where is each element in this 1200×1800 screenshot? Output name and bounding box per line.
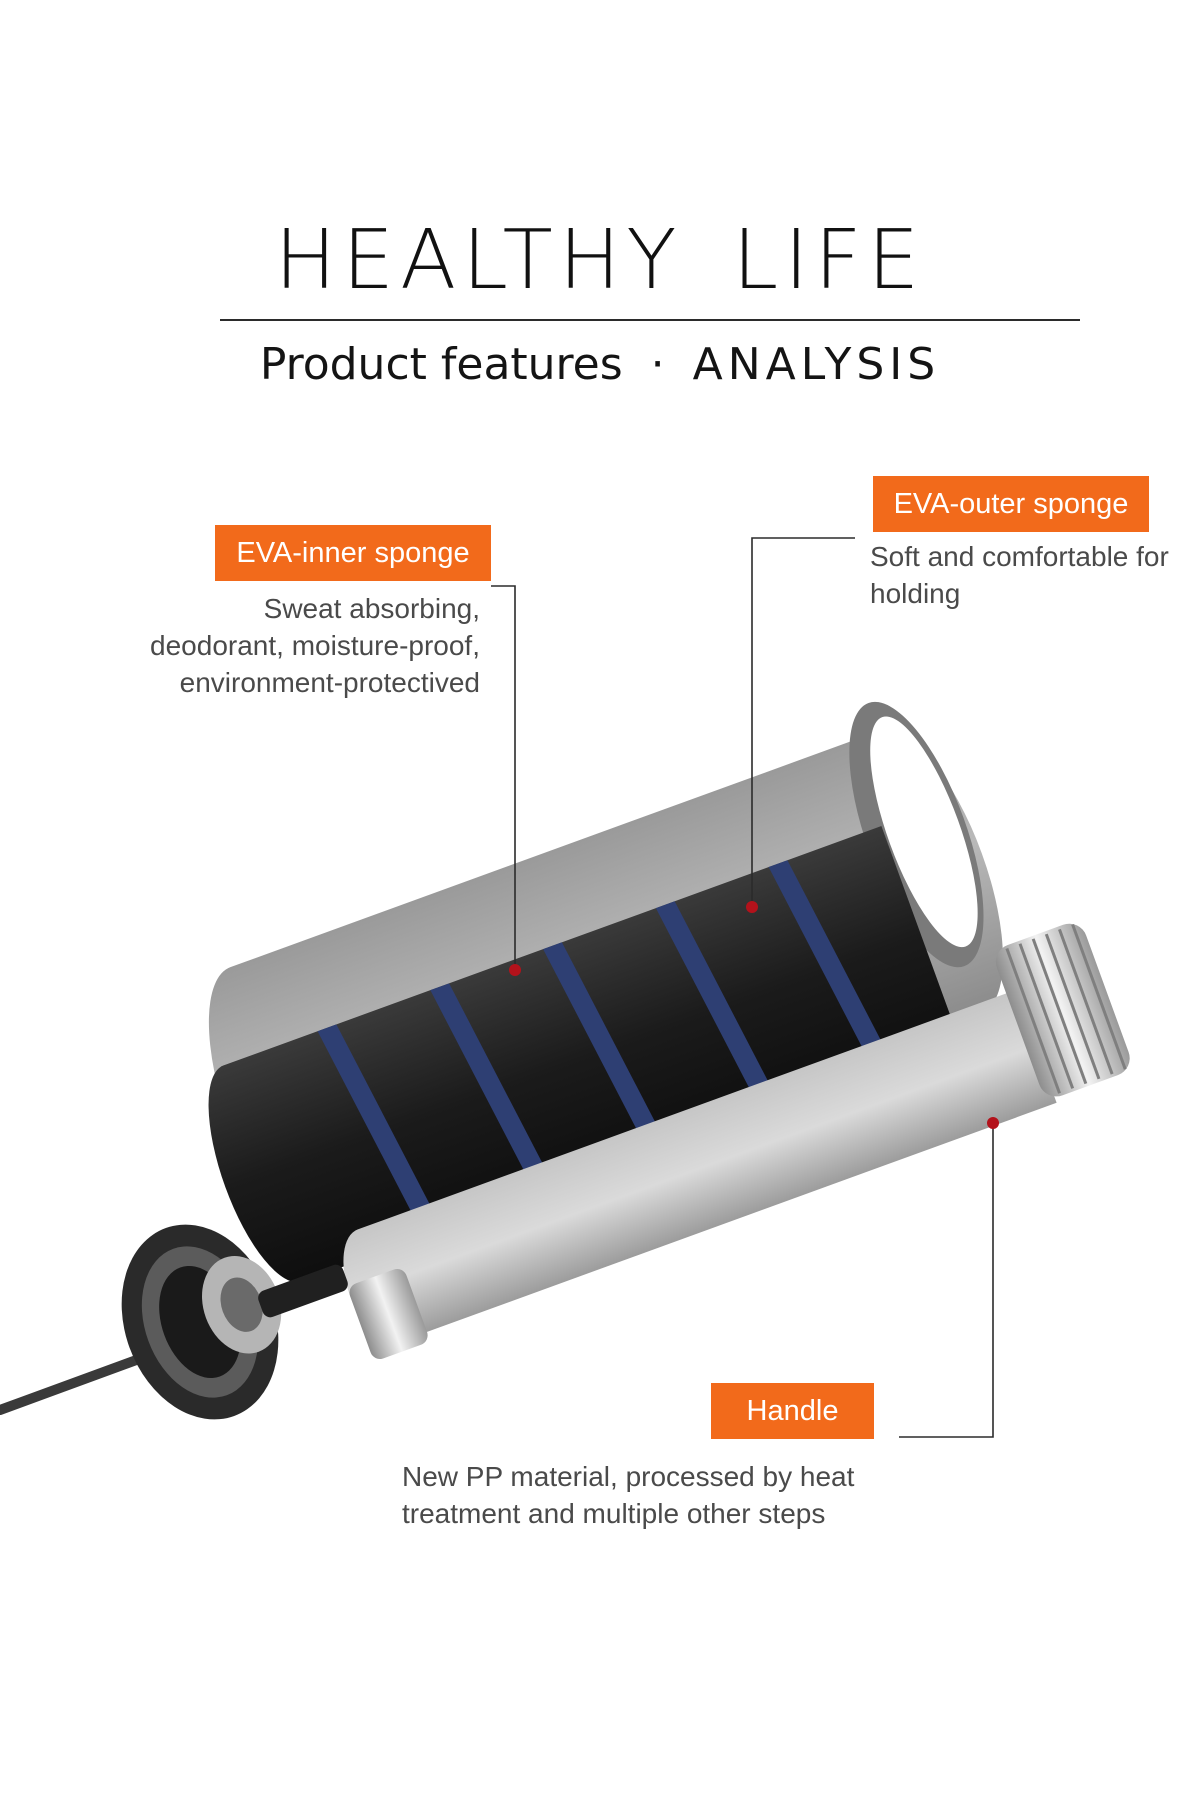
desc-line: deodorant, moisture-proof, xyxy=(150,630,480,661)
subtitle-product-features: Product features xyxy=(259,339,623,390)
desc-line: New PP material, processed by heat xyxy=(402,1461,855,1492)
bearing-cap xyxy=(121,1224,282,1420)
marker-inner-sponge-icon xyxy=(509,964,521,976)
tag-eva-inner-sponge: EVA-inner sponge xyxy=(215,525,491,581)
spiral-stripes xyxy=(317,860,895,1238)
desc-line: Soft and comfortable for xyxy=(870,541,1169,572)
marker-dots xyxy=(509,901,999,1129)
tag-eva-outer-sponge: EVA-outer sponge xyxy=(873,476,1149,532)
marker-handle-icon xyxy=(987,1117,999,1129)
inner-handle-tube xyxy=(343,990,1057,1344)
title-divider xyxy=(220,319,1080,321)
marker-outer-sponge-icon xyxy=(746,901,758,913)
desc-line: environment-protectived xyxy=(179,667,480,698)
cable-connector xyxy=(258,1264,348,1318)
subtitle-analysis: ANALYSIS xyxy=(692,339,941,390)
desc-eva-outer-sponge: Soft and comfortable for holding xyxy=(870,538,1190,612)
subtitle-separator: · xyxy=(650,339,665,390)
desc-line: treatment and multiple other steps xyxy=(402,1498,826,1529)
leader-lines xyxy=(491,537,994,1438)
left-threaded-collar xyxy=(349,1268,428,1360)
page-title: HEALTHY LIFE xyxy=(274,213,926,308)
desc-line: holding xyxy=(870,578,961,609)
tag-handle: Handle xyxy=(711,1383,874,1439)
desc-handle: New PP material, processed by heat treat… xyxy=(402,1458,902,1532)
desc-eva-inner-sponge: Sweat absorbing, deodorant, moisture-pro… xyxy=(120,590,480,701)
page-subtitle: Product features·ANALYSIS xyxy=(0,343,1200,387)
desc-line: Sweat absorbing, xyxy=(263,593,480,624)
